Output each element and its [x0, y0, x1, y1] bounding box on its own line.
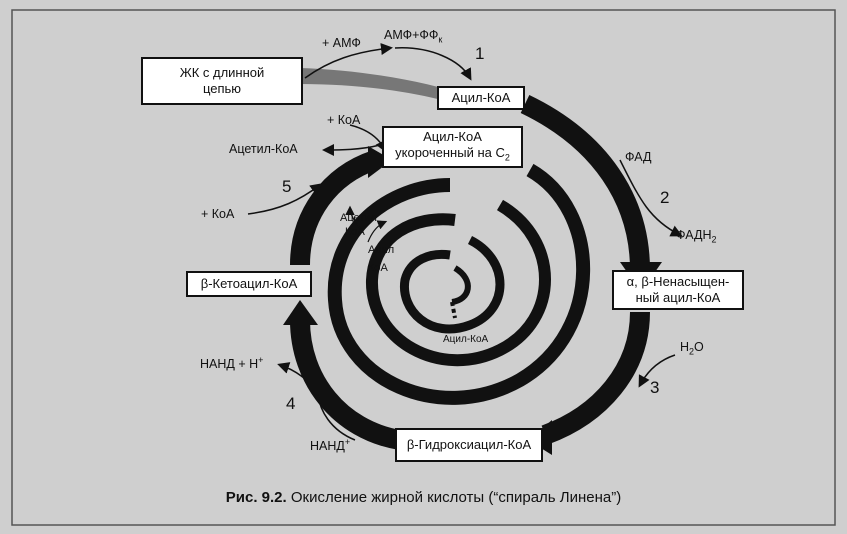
- box-acyl-coa-label: Ацил-КоА: [451, 90, 511, 105]
- caption-text: Окисление жирной кислоты (“спираль Линен…: [290, 489, 622, 506]
- step-number-5: 5: [282, 177, 292, 196]
- inner-acetyl-arrow: [345, 205, 361, 229]
- figure-caption: Рис. 9.2. Окисление жирной кислоты (“спи…: [0, 489, 847, 506]
- label-fad: ФАД: [625, 150, 652, 164]
- box-hydroxyacyl-label: β-Гидроксиацил-КоА: [406, 437, 532, 452]
- nad-arrow: [317, 394, 356, 441]
- label-h2o-h: H: [680, 340, 690, 354]
- box-hydroxyacyl-coa: β-Гидроксиацил-КоА: [395, 428, 543, 462]
- box-ketoacyl-coa: β-Кетоацил-КоА: [186, 271, 312, 297]
- box-shortened-line2-text: укороченный на C: [395, 144, 505, 160]
- box-shortened-line2: укороченный на C2: [395, 145, 510, 166]
- label-inner-koa2: КоА: [368, 262, 388, 274]
- box-shortened-line1: Ацил-КоА: [423, 128, 482, 144]
- label-fadh2: ФАДН2: [676, 228, 717, 245]
- koa-top-arrow: [349, 124, 387, 153]
- label-nadh: НАНД + H+: [200, 355, 263, 371]
- acetyl-arrow: [322, 143, 381, 156]
- label-center-acyl-coa: Ацил-КоА: [443, 334, 489, 345]
- spiral-inner-4: [451, 265, 471, 305]
- spiral-inner-3: [399, 235, 505, 334]
- label-koa-top: + КоА: [327, 113, 361, 127]
- label-amp-ff: АМФ+ФФк: [384, 28, 442, 45]
- box-ketoacyl-label: β-Кетоацил-КоА: [200, 276, 298, 291]
- box-shortened-acyl-coa: Ацил-КоА укороченный на C2: [382, 126, 523, 168]
- box-long-chain-fa: ЖК с длинной цепью: [141, 57, 303, 105]
- nadh-arrow: [277, 362, 319, 396]
- spiral-outer-bottom-right: [541, 311, 650, 445]
- label-fadh-text: ФАДН: [676, 228, 712, 242]
- spiral-outer-right: [520, 94, 650, 271]
- amp-arrow: [304, 43, 393, 79]
- label-amp: + АМФ: [322, 36, 361, 50]
- arrow-head-top-left: [368, 146, 392, 178]
- step-number-4: 4: [286, 394, 296, 413]
- label-fadh-sub: 2: [711, 234, 717, 245]
- inner-koa-arrow: [367, 220, 388, 243]
- box-long-chain-label: ЖК с длинной цепью: [179, 65, 265, 96]
- label-koa-left: + КоА: [201, 207, 235, 221]
- box-shortened-sub: 2: [504, 152, 510, 163]
- spiral-outer-left: [290, 150, 379, 266]
- box-unsaturated-acyl-coa: α, β-Ненасыщен-ный ацил-КоА: [612, 270, 744, 310]
- figure-frame: [11, 9, 836, 526]
- fad-arrow: [619, 159, 683, 237]
- label-inner-acetyl: Ацетил: [340, 212, 377, 224]
- label-inner-acyl: Ацил: [368, 244, 395, 256]
- activation-swoosh: [300, 68, 470, 106]
- label-nad-sup: +: [344, 437, 351, 447]
- arrow-head-left: [283, 300, 318, 325]
- koa-left-arrow: [247, 183, 323, 215]
- label-nad-text: НАНД: [310, 439, 345, 454]
- label-amp-ff-text: АМФ+ФФ: [384, 28, 439, 42]
- h2o-arrow: [638, 354, 676, 388]
- box-unsaturated-label: α, β-Ненасыщен-ный ацил-КоА: [626, 274, 730, 305]
- box-acyl-coa: Ацил-КоА: [437, 86, 525, 110]
- step-number-1: 1: [475, 44, 485, 63]
- label-h2o: H2O: [680, 340, 704, 357]
- step-number-2: 2: [660, 188, 670, 207]
- caption-prefix: Рис. 9.2.: [225, 489, 287, 506]
- ampff-arrow: [394, 47, 472, 81]
- label-nad: НАНД+: [310, 437, 350, 453]
- spiral-inner-2: [365, 199, 551, 367]
- label-h2o-o: O: [694, 340, 704, 354]
- label-nadh-sup: +: [258, 355, 264, 365]
- spiral-center-dashes: [450, 301, 457, 319]
- spiral-outer-bottom-left: [290, 319, 402, 450]
- label-inner-koa: КоА: [345, 226, 365, 238]
- label-amp-ff-sub: к: [438, 34, 443, 45]
- step-number-3: 3: [650, 378, 660, 397]
- spiral-inner-1: [327, 163, 591, 405]
- label-nadh-text: НАНД + H: [200, 357, 259, 372]
- label-h2o-sub: 2: [689, 346, 695, 357]
- label-acetyl-coa: Ацетил-КоА: [229, 142, 298, 156]
